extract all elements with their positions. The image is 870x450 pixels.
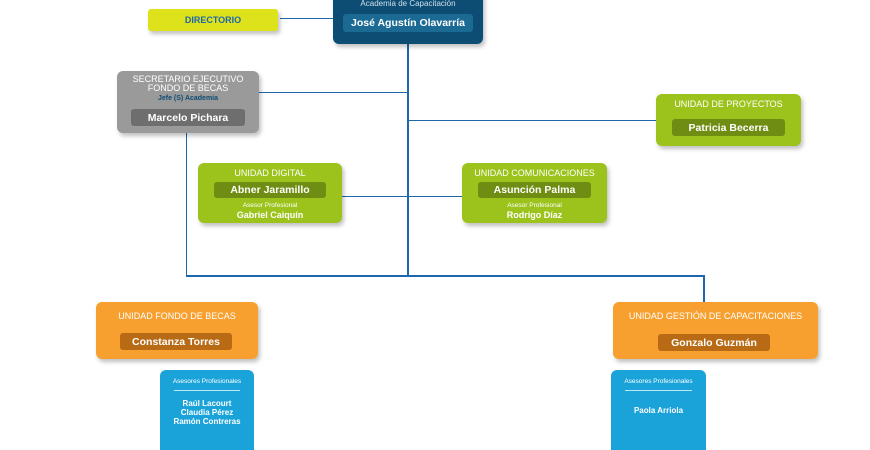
top-box: Academia de Capacitación José Agustín Ol…: [333, 0, 483, 44]
asesores-left-name-2: Claudia Pérez: [180, 408, 234, 417]
top-name: José Agustín Olavarría: [343, 14, 473, 32]
asesores-left-label: Asesores Profesionales: [172, 378, 242, 385]
comunicaciones-box: UNIDAD COMUNICACIONES Asunción Palma Ase…: [462, 163, 607, 223]
connector-gestion-down: [703, 276, 705, 302]
fondo-becas-title: UNIDAD FONDO DE BECAS: [118, 311, 236, 321]
proyectos-title: UNIDAD DE PROYECTOS: [674, 99, 783, 109]
asesores-left-divider: [174, 390, 240, 391]
connector-secretario-down: [186, 132, 187, 276]
connector-digital-comunicaciones: [342, 196, 463, 197]
directorio-box: DIRECTORIO: [148, 9, 278, 31]
asesores-right-box: Asesores Profesionales Paola Arriola: [611, 370, 706, 450]
digital-advisor-name: Gabriel Caiquín: [236, 210, 304, 220]
secretario-title-line2: FONDO DE BECAS: [147, 83, 229, 93]
connector-directorio: [280, 18, 334, 19]
fondo-becas-box: UNIDAD FONDO DE BECAS Constanza Torres: [96, 302, 258, 359]
digital-box: UNIDAD DIGITAL Abner Jaramillo Asesor Pr…: [198, 163, 342, 223]
secretario-subtitle: Jefe (S) Academia: [157, 95, 219, 102]
digital-name: Abner Jaramillo: [214, 182, 326, 198]
connector-horizontal-bottom: [186, 275, 705, 277]
fondo-becas-name: Constanza Torres: [120, 333, 232, 350]
comunicaciones-title: UNIDAD COMUNICACIONES: [474, 168, 595, 178]
asesores-left-box: Asesores Profesionales Raúl Lacourt Clau…: [160, 370, 254, 450]
connector-main-vertical: [407, 44, 409, 276]
gestion-name: Gonzalo Guzmán: [658, 334, 770, 351]
digital-title: UNIDAD DIGITAL: [234, 168, 306, 178]
comunicaciones-advisor-name: Rodrigo Díaz: [506, 210, 563, 220]
top-title: Academia de Capacitación: [360, 0, 456, 8]
digital-advisor-label: Asesor Profesional: [242, 202, 298, 209]
gestion-box: UNIDAD GESTIÓN DE CAPACITACIONES Gonzalo…: [613, 302, 818, 359]
asesores-right-label: Asesores Profesionales: [624, 378, 693, 385]
gestion-title: UNIDAD GESTIÓN DE CAPACITACIONES: [628, 311, 803, 321]
directorio-label: DIRECTORIO: [184, 15, 242, 25]
asesores-right-name-1: Paola Arriola: [633, 406, 684, 415]
proyectos-box: UNIDAD DE PROYECTOS Patricia Becerra: [656, 94, 801, 146]
connector-secretario: [258, 92, 407, 93]
secretario-name: Marcelo Pichara: [131, 109, 245, 126]
secretario-box: SECRETARIO EJECUTIVO FONDO DE BECAS Jefe…: [117, 71, 259, 133]
asesores-left-name-3: Ramón Contreras: [173, 417, 241, 426]
comunicaciones-advisor-label: Asesor Profesional: [507, 202, 562, 209]
connector-proyectos: [409, 120, 657, 121]
asesores-left-name-1: Raúl Lacourt: [182, 399, 232, 408]
comunicaciones-name: Asunción Palma: [478, 182, 591, 198]
asesores-right-divider: [625, 390, 692, 391]
secretario-title-line1: SECRETARIO EJECUTIVO: [132, 74, 244, 84]
proyectos-name: Patricia Becerra: [672, 119, 785, 136]
